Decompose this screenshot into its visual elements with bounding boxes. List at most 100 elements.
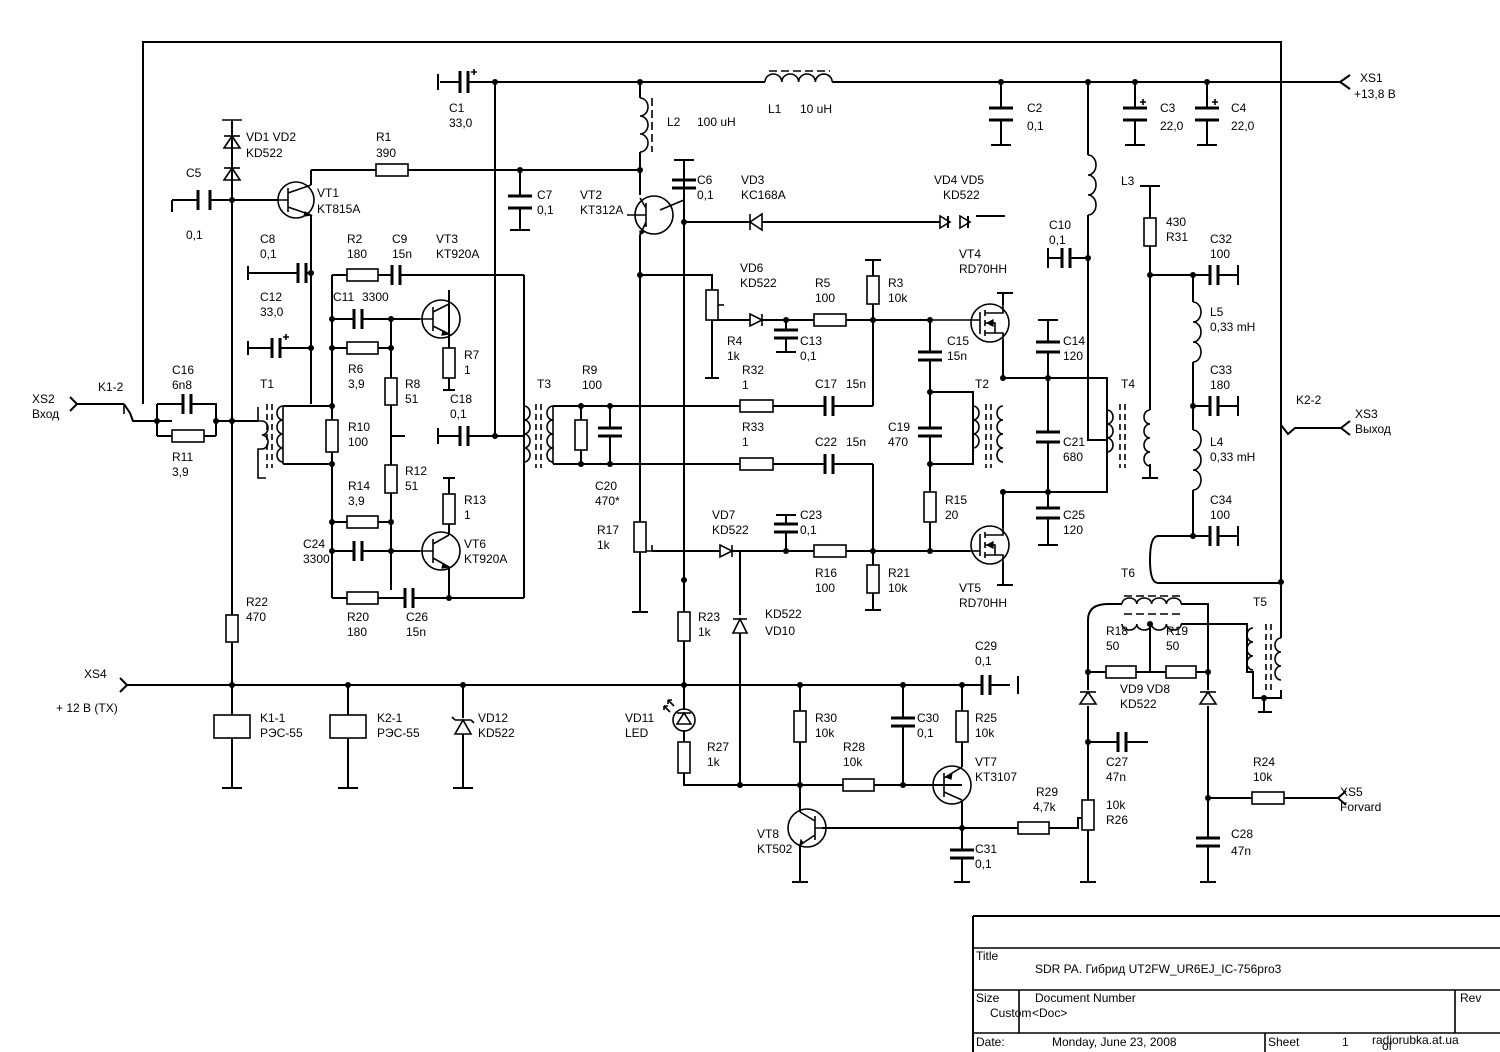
label-r10: R10 — [348, 420, 370, 434]
label-k11: K1-1 — [260, 711, 286, 725]
capacitors — [181, 69, 1220, 860]
label-vd12zv: KD522 — [478, 726, 515, 740]
label-xs1: XS1 — [1360, 71, 1383, 85]
label-vd10: VD10 — [765, 624, 795, 638]
label-r2v: 180 — [347, 247, 367, 261]
label-r15: R15 — [945, 493, 967, 507]
label-xs5v: Forvard — [1340, 800, 1381, 814]
label-c29: C29 — [975, 639, 997, 653]
label-c2: C2 — [1027, 101, 1043, 115]
label-c6v: 0,1 — [697, 188, 714, 202]
label-c28v: 47n — [1231, 844, 1251, 858]
label-r11: R11 — [172, 450, 193, 464]
label-r33: R33 — [742, 420, 764, 434]
label-c33: C33 — [1210, 363, 1232, 377]
label-c16: C16 — [172, 363, 194, 377]
label-r17v: 1k — [597, 538, 611, 552]
label-c12: C12 — [260, 290, 282, 304]
label-r29: R29 — [1036, 785, 1058, 799]
label-vd6: VD6 — [740, 261, 764, 275]
label-vd3v: KC168A — [741, 188, 786, 202]
label-xs3v: Выход — [1355, 422, 1391, 436]
label-xs2: XS2 — [32, 392, 55, 406]
label-c5: C5 — [186, 166, 202, 180]
label-c21v: 680 — [1063, 450, 1083, 464]
label-vd6v: KD522 — [740, 276, 777, 290]
transistors — [277, 181, 1010, 848]
of-label: of — [1382, 1039, 1393, 1052]
transformers — [257, 404, 1282, 690]
label-c23: C23 — [800, 508, 822, 522]
label-c13v: 0,1 — [800, 349, 817, 363]
label-r9v: 100 — [582, 378, 602, 392]
label-xs4: XS4 — [84, 667, 107, 681]
label-r18v: 50 — [1106, 639, 1120, 653]
label-l2: L2 — [667, 115, 681, 129]
label-r19v: 50 — [1166, 639, 1180, 653]
label-c15v: 15n — [947, 349, 967, 363]
label-vd45: VD4 VD5 — [934, 173, 984, 187]
label-r25v: 10k — [975, 726, 995, 740]
label-c9: C9 — [392, 232, 408, 246]
label-c29v: 0,1 — [975, 654, 992, 668]
label-vd7v: KD522 — [712, 523, 749, 537]
label-r13: R13 — [464, 493, 486, 507]
label-vt1: VT1 — [317, 186, 339, 200]
label-r21v: 10k — [888, 581, 908, 595]
label-c26v: 15n — [406, 625, 426, 639]
label-c7v: 0,1 — [537, 203, 554, 217]
label-r32: R32 — [742, 363, 764, 377]
label-c3v: 22,0 — [1160, 119, 1184, 133]
label-vd11: VD11 — [625, 711, 654, 725]
watermark: radiorubka.at.ua — [1372, 1033, 1459, 1047]
sheet-label: Sheet — [1268, 1035, 1300, 1049]
label-c2v: 0,1 — [1027, 119, 1044, 133]
label-c34v: 100 — [1210, 508, 1230, 522]
inductors — [639, 70, 1202, 491]
label-r7: R7 — [464, 348, 480, 362]
label-r30v: 10k — [815, 726, 835, 740]
rev-label: Rev — [1460, 991, 1481, 1005]
label-vt6v: KT920A — [464, 552, 507, 566]
label-r22v: 470 — [246, 610, 266, 624]
label-k12: K1-2 — [98, 380, 124, 394]
label-r27: R27 — [707, 740, 729, 754]
label-r1: R1 — [376, 130, 392, 144]
label-t3: T3 — [537, 377, 551, 391]
label-r25: R25 — [975, 711, 997, 725]
label-c1: C1 — [449, 101, 465, 115]
label-r14: R14 — [348, 479, 370, 493]
label-r22: R22 — [246, 595, 268, 609]
label-c27v: 47n — [1106, 770, 1126, 784]
label-vt5v: RD70HH — [959, 596, 1007, 610]
label-c32v: 100 — [1210, 247, 1230, 261]
label-c32: C32 — [1210, 232, 1232, 246]
label-r1v: 390 — [376, 146, 396, 160]
size-value: Custom — [990, 1006, 1031, 1020]
label-c10v: 0,1 — [1049, 233, 1066, 247]
label-r28: R28 — [843, 740, 865, 754]
label-r18: R18 — [1106, 624, 1128, 638]
label-t2: T2 — [975, 377, 989, 391]
label-vt2v: KT312A — [580, 203, 623, 217]
label-r5v: 100 — [815, 291, 835, 305]
label-r16v: 100 — [815, 581, 835, 595]
label-r8: R8 — [405, 377, 421, 391]
label-c31: C31 — [975, 842, 997, 856]
label-vt2: VT2 — [580, 188, 602, 202]
label-c14v: 120 — [1063, 349, 1083, 363]
label-r33v: 1 — [742, 435, 749, 449]
label-c9v: 15n — [392, 247, 412, 261]
label-c4: C4 — [1231, 101, 1247, 115]
label-l1: L1 — [768, 102, 782, 116]
title-block: Title SDR PA. Гибрид UT2FW_UR6EJ_IC-756p… — [972, 915, 1500, 1052]
label-c28: C28 — [1231, 827, 1253, 841]
label-r12v: 51 — [405, 479, 419, 493]
doc-value: <Doc> — [1032, 1006, 1067, 1020]
label-c8v: 0,1 — [260, 247, 277, 261]
label-c17v: 15n — [846, 377, 866, 391]
label-r20: R20 — [347, 610, 369, 624]
label-r24v: 10k — [1253, 770, 1273, 784]
label-xs3: XS3 — [1355, 407, 1378, 421]
label-vt4v: RD70HH — [959, 262, 1007, 276]
